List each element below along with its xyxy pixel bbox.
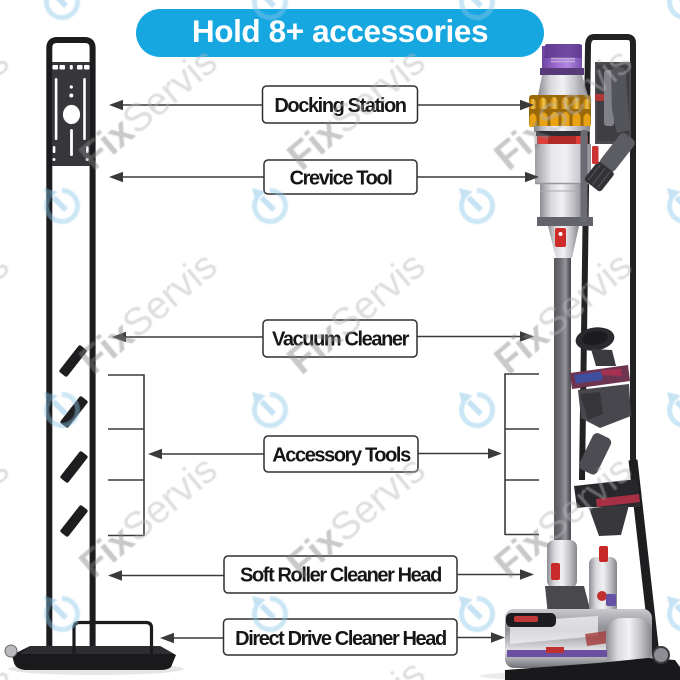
svg-text:Accessory Tools: Accessory Tools [272,445,411,467]
svg-text:Soft Roller Cleaner Head: Soft Roller Cleaner Head [240,565,441,587]
svg-text:Direct Drive Cleaner Head: Direct Drive Cleaner Head [235,628,446,650]
svg-text:Crevice Tool: Crevice Tool [290,168,393,190]
svg-text:Hold 8+ accessories: Hold 8+ accessories [192,13,488,49]
